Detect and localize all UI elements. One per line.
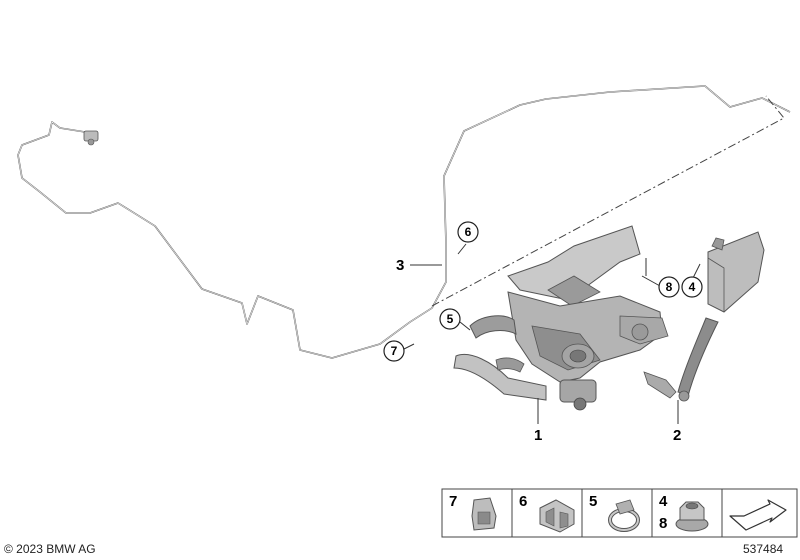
callout-part-3: 3 <box>396 257 404 274</box>
svg-text:4: 4 <box>689 280 696 294</box>
svg-text:5: 5 <box>447 312 454 326</box>
svg-text:7: 7 <box>391 344 398 358</box>
line-connector <box>83 130 99 146</box>
circled-ref-8: 8 <box>658 276 680 298</box>
clip-icon <box>471 497 497 531</box>
intake-hose <box>469 315 517 339</box>
callout-part-1: 1 <box>534 427 542 444</box>
circled-ref-7: 7 <box>383 340 405 362</box>
shield-recess <box>547 275 601 307</box>
legend-num-8: 8 <box>659 515 667 532</box>
exhaust-pipe <box>453 354 547 401</box>
legend-num-4: 4 <box>659 493 668 510</box>
copyright-text: © 2023 BMW AG <box>4 542 96 556</box>
flange-nut-icon <box>675 501 709 532</box>
double-clip-icon <box>539 499 575 533</box>
leader-lines <box>401 243 701 424</box>
circled-ref-6: 6 <box>457 221 479 243</box>
exhaust-silencer <box>643 231 765 402</box>
svg-text:6: 6 <box>465 225 472 239</box>
dashdot-connection-line <box>431 95 785 307</box>
callout-part-2: 2 <box>673 427 681 444</box>
circled-ref-4: 4 <box>681 276 703 298</box>
fuel-line-inner <box>17 85 791 359</box>
diagram-number: 537484 <box>743 542 783 556</box>
heat-shield <box>507 225 641 301</box>
small-parts-legend: 7 6 5 4 8 <box>441 488 798 538</box>
circled-ref-5: 5 <box>439 308 461 330</box>
direction-arrow-icon <box>729 499 787 531</box>
auxiliary-heater-unit <box>507 291 669 383</box>
legend-num-7: 7 <box>449 493 457 510</box>
fuel-line <box>17 85 791 359</box>
legend-num-5: 5 <box>589 493 597 510</box>
pipe-clamp <box>495 357 525 373</box>
hose-clamp-icon <box>608 499 640 532</box>
fuel-valve <box>559 379 597 411</box>
legend-num-6: 6 <box>519 493 527 510</box>
svg-text:8: 8 <box>666 280 673 294</box>
